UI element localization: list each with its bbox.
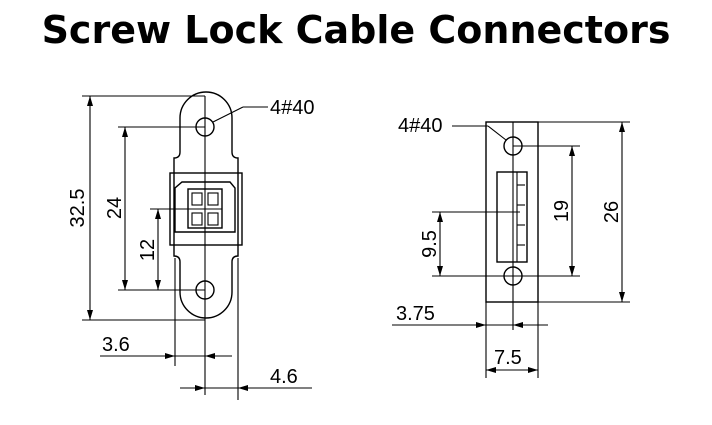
right-port-slot xyxy=(496,171,528,263)
dim-3-75-arrow-left xyxy=(476,322,486,328)
dim-9-5-arrow-bottom xyxy=(437,266,443,276)
dim-9-5-arrow-top xyxy=(437,212,443,222)
dim-3-6-label: 3.6 xyxy=(102,334,130,356)
dim-12-label: 12 xyxy=(137,239,159,261)
dim-12-arrow-top xyxy=(155,209,161,219)
dim-7-5-arrow-right xyxy=(528,367,538,373)
dim-19-arrow-top xyxy=(569,146,575,156)
dim-19-arrow-bottom xyxy=(569,266,575,276)
dim-26-arrow-bottom xyxy=(619,292,625,302)
dim-4-6-arrow-right xyxy=(238,385,248,391)
dim-24-arrow-bottom xyxy=(122,280,128,290)
left-port-contact-3 xyxy=(191,212,203,226)
dim-4-6-label: 4.6 xyxy=(270,366,298,388)
right-4-40-label: 4#40 xyxy=(398,115,443,137)
dim-12-arrow-bottom xyxy=(155,280,161,290)
dim-32-5-arrow-top xyxy=(87,96,93,106)
right-4-40-leader xyxy=(487,125,507,141)
left-port-contact-2 xyxy=(207,192,219,206)
dim-24-label: 24 xyxy=(104,197,126,219)
left-port-contact-1 xyxy=(191,192,203,206)
dim-7-5-label: 7.5 xyxy=(494,347,522,369)
left-port-contact-4 xyxy=(207,212,219,226)
left-4-40-leader xyxy=(212,106,244,123)
dim-3-75-label: 3.75 xyxy=(396,303,435,325)
dim-3-6-arrow-right xyxy=(205,353,215,359)
dim-32-5-label: 32.5 xyxy=(67,189,89,228)
page-title: Screw Lock Cable Connectors xyxy=(41,8,671,52)
dim-32-5-arrow-bottom xyxy=(87,310,93,320)
left-connector-view: 32.5 24 12 4#40 3.6 4.6 xyxy=(67,91,315,400)
dim-26-arrow-top xyxy=(619,122,625,132)
dim-3-6-arrow-left xyxy=(165,353,175,359)
dim-9-5-label: 9.5 xyxy=(419,230,441,258)
dim-7-5-arrow-left xyxy=(486,367,496,373)
left-flange-outline xyxy=(173,91,239,319)
dim-24-arrow-top xyxy=(122,127,128,137)
dim-3-75-arrow-right xyxy=(513,322,523,328)
right-connector-view: 4#40 9.5 19 26 3.75 7.5 xyxy=(392,115,630,378)
dim-19-label: 19 xyxy=(551,200,573,222)
dim-26-label: 26 xyxy=(601,201,623,223)
left-4-40-label: 4#40 xyxy=(270,97,315,119)
left-port-opening xyxy=(174,181,236,233)
dim-4-6-arrow-left xyxy=(195,385,205,391)
